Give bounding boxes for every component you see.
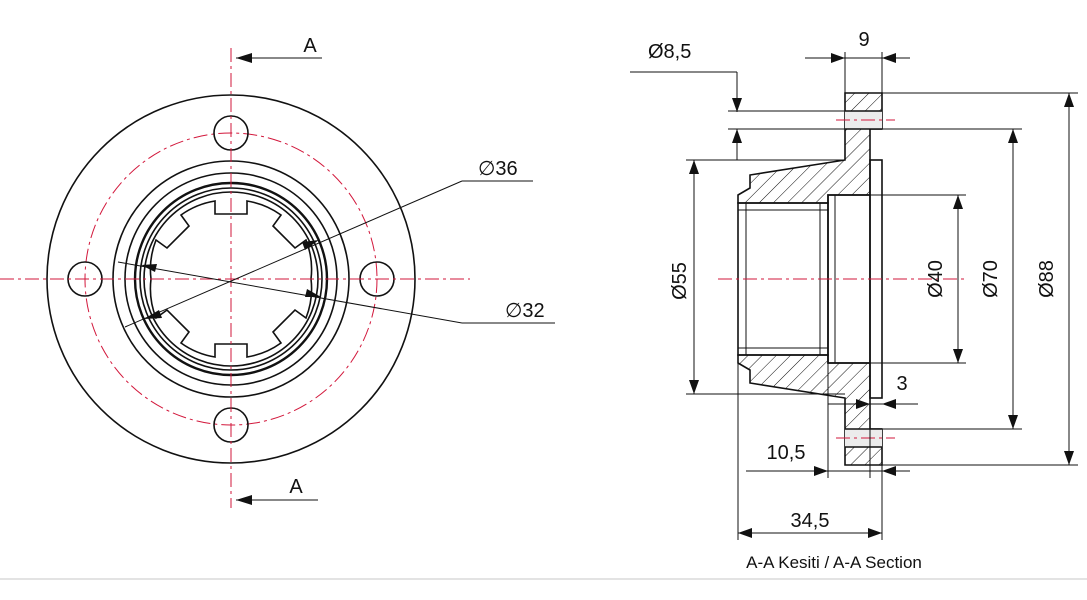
flange-outer-circle (46, 94, 416, 464)
dia-32-label: ∅32 (505, 300, 545, 322)
dim-flange-width-label: 9 (858, 29, 869, 51)
section-body-upper (737, 92, 883, 204)
dim-10-5-label: 10,5 (767, 442, 806, 464)
front-view: A A ∅36 ∅32 (0, 35, 555, 508)
dim-hole-leader (630, 71, 845, 160)
bore-32-circle (139, 187, 323, 371)
dim-55-label: Ø55 (669, 262, 691, 300)
section-view: Ø8,5 9 Ø55 Ø40 (630, 29, 1078, 572)
section-arrow-top (236, 53, 322, 63)
section-arrow-bottom (236, 495, 318, 505)
dim-40 (870, 194, 966, 364)
dim-3 (828, 398, 918, 478)
dim-10-5 (746, 363, 910, 478)
dia-32-leader (117, 261, 555, 324)
dia-36-label: ∅36 (478, 158, 518, 180)
dim-55 (686, 159, 845, 395)
dim-40-label: Ø40 (925, 260, 947, 298)
section-mark-top: A (303, 35, 317, 57)
section-body-lower (737, 354, 883, 466)
dim-34-5 (737, 355, 883, 540)
spline-profile (149, 200, 313, 358)
bottom-divider (0, 578, 1087, 580)
dim-70-label: Ø70 (980, 260, 1002, 298)
dim-88 (882, 92, 1078, 466)
dim-34-5-label: 34,5 (791, 510, 830, 532)
section-mark-bottom: A (289, 476, 303, 498)
dim-88-label: Ø88 (1036, 260, 1058, 298)
dim-70 (882, 128, 1022, 430)
dim-hole-label: Ø8,5 (648, 41, 691, 63)
dia-36-leader (124, 180, 533, 328)
dim-3-label: 3 (896, 373, 907, 395)
section-caption: A-A Kesiti / A-A Section (746, 553, 922, 572)
dim-flange-width (805, 52, 910, 93)
